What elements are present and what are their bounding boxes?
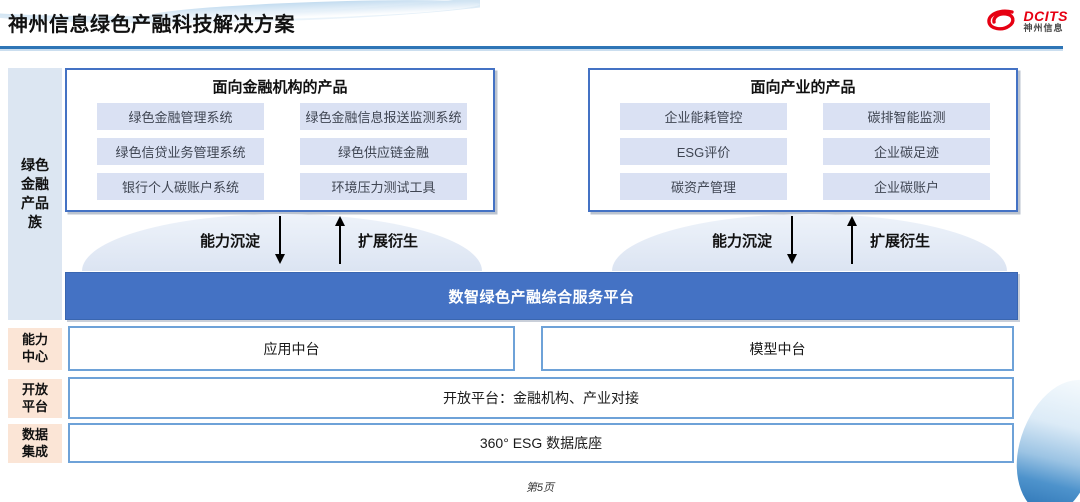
row-label-capability-center: 能力 中心 bbox=[8, 328, 62, 370]
product-item: ESG评价 bbox=[620, 138, 787, 165]
product-item: 碳排智能监测 bbox=[823, 103, 990, 130]
product-item: 企业碳账户 bbox=[823, 173, 990, 200]
row-label-data-integration: 数据 集成 bbox=[8, 424, 62, 463]
product-item: 绿色信贷业务管理系统 bbox=[97, 138, 264, 165]
arrow-label-up: 扩展衍生 bbox=[870, 232, 931, 250]
down-arrow-icon bbox=[275, 216, 286, 264]
panel-title: 面向产业的产品 bbox=[750, 78, 856, 96]
product-item: 环境压力测试工具 bbox=[300, 173, 467, 200]
up-arrow-icon bbox=[335, 216, 346, 264]
panel-financial-products: 面向金融机构的产品 绿色金融管理系统 绿色金融信息报送监测系统 绿色信贷业务管理… bbox=[65, 68, 495, 212]
platform-bar: 数智绿色产融综合服务平台 bbox=[65, 272, 1018, 320]
product-item: 绿色金融信息报送监测系统 bbox=[300, 103, 467, 130]
product-item: 碳资产管理 bbox=[620, 173, 787, 200]
row-label-open-platform: 开放 平台 bbox=[8, 379, 62, 418]
sidebar-label-product-family: 绿色 金融 产品 族 bbox=[8, 68, 62, 320]
logo-name: DCITS bbox=[1023, 7, 1068, 24]
title-divider bbox=[0, 46, 1063, 49]
up-arrow-icon bbox=[847, 216, 858, 264]
panel-grid: 绿色金融管理系统 绿色金融信息报送监测系统 绿色信贷业务管理系统 绿色供应链金融… bbox=[67, 102, 493, 200]
page-title: 神州信息绿色产融科技解决方案 bbox=[8, 14, 295, 36]
product-item: 绿色金融管理系统 bbox=[97, 103, 264, 130]
product-item: 银行个人碳账户系统 bbox=[97, 173, 264, 200]
arrow-group-left: 能力沉淀 扩展衍生 bbox=[200, 215, 418, 265]
down-arrow-icon bbox=[787, 216, 798, 264]
dcits-logo-icon bbox=[986, 9, 1014, 31]
footer: 第5页 bbox=[0, 478, 1080, 496]
panel-title: 面向金融机构的产品 bbox=[212, 78, 348, 96]
product-item: 绿色供应链金融 bbox=[300, 138, 467, 165]
arrow-label-down: 能力沉淀 bbox=[712, 232, 773, 250]
panel-industry-products: 面向产业的产品 企业能耗管控 碳排智能监测 ESG评价 企业碳足迹 碳资产管理 … bbox=[588, 68, 1018, 212]
page-number: 第5页 bbox=[525, 482, 555, 494]
product-item: 企业碳足迹 bbox=[823, 138, 990, 165]
logo-subtitle: 神州信息 bbox=[1023, 22, 1064, 33]
box-application-middle-platform: 应用中台 bbox=[68, 326, 515, 371]
box-model-middle-platform: 模型中台 bbox=[541, 326, 1014, 371]
panel-grid: 企业能耗管控 碳排智能监测 ESG评价 企业碳足迹 碳资产管理 企业碳账户 bbox=[590, 102, 1016, 200]
dcits-logo: DCITS 神州信息 bbox=[985, 6, 1069, 36]
arrow-label-down: 能力沉淀 bbox=[200, 232, 261, 250]
box-esg-data-base: 360° ESG 数据底座 bbox=[68, 423, 1014, 463]
product-item: 企业能耗管控 bbox=[620, 103, 787, 130]
arrow-group-right: 能力沉淀 扩展衍生 bbox=[712, 215, 930, 265]
arrow-label-up: 扩展衍生 bbox=[358, 232, 419, 250]
box-open-platform: 开放平台：金融机构、产业对接 bbox=[68, 377, 1014, 419]
